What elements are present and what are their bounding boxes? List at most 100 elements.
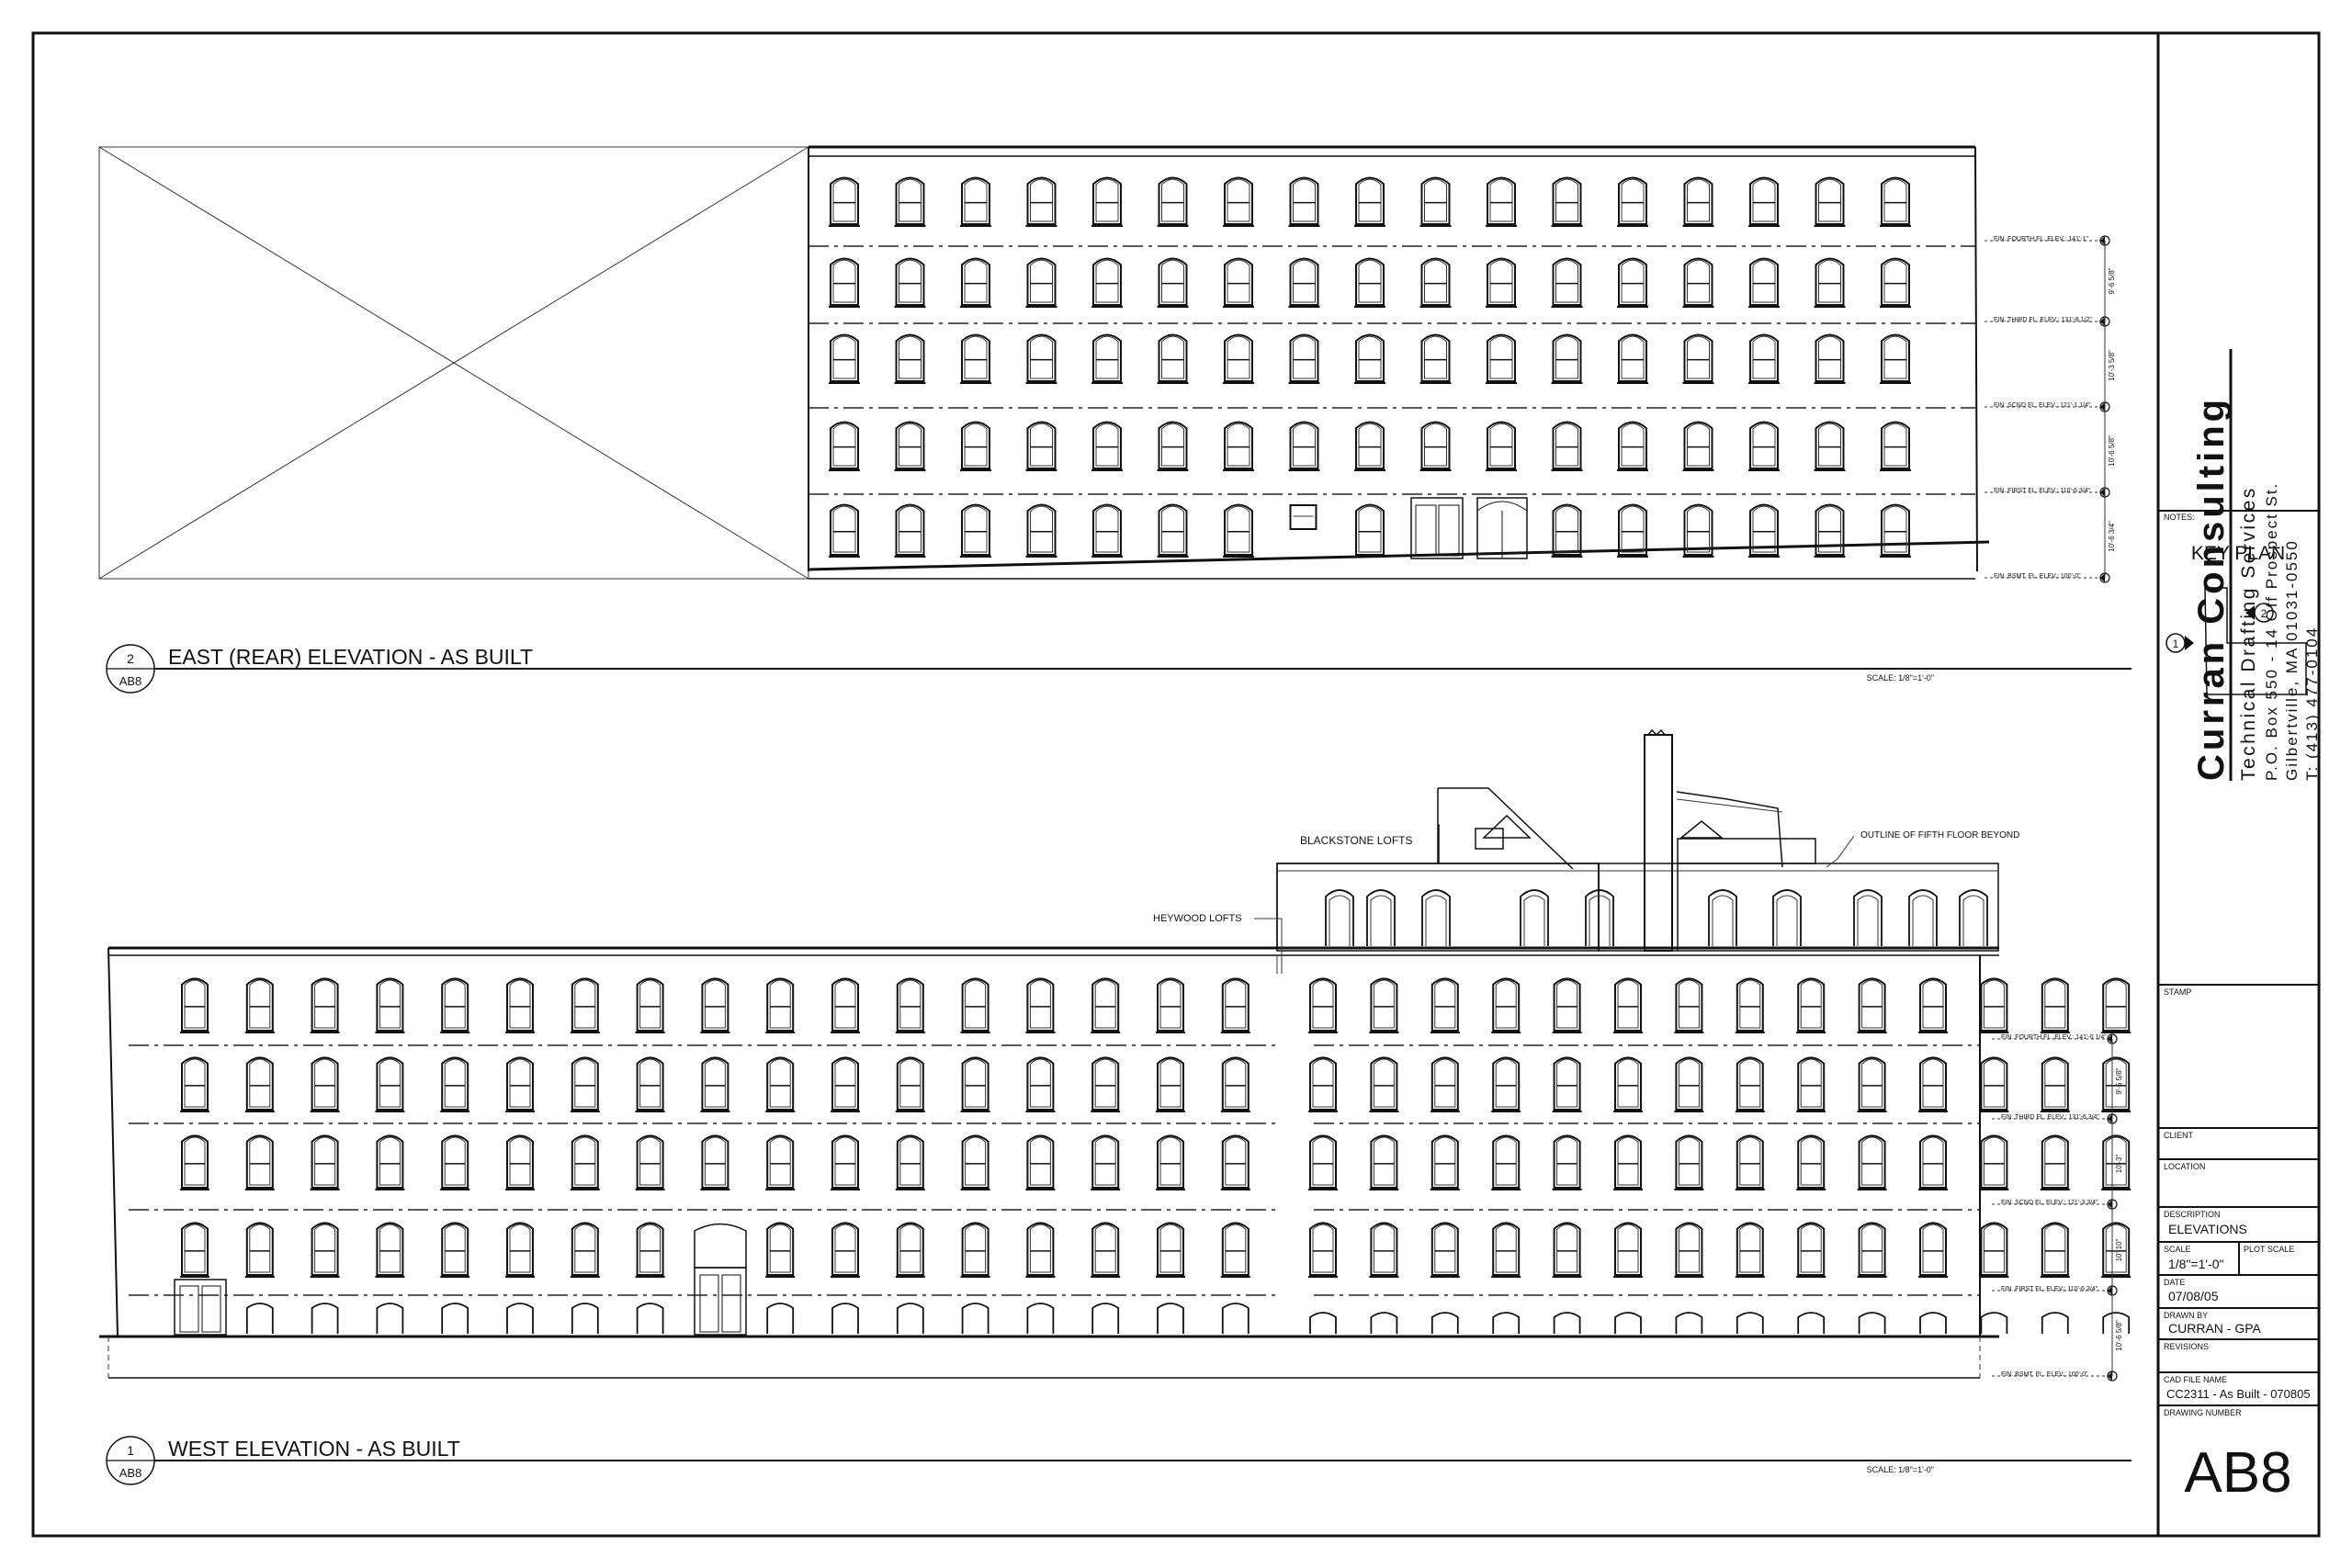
east-window	[1880, 257, 1911, 308]
west-window	[1857, 977, 1887, 1033]
east-window	[829, 421, 860, 471]
east-dim-2: 10'-6 5/8"	[2108, 435, 2116, 467]
east-window	[1091, 257, 1123, 308]
west-basement-window	[1980, 1312, 2008, 1334]
west-window	[2040, 1056, 2070, 1112]
west-window	[1491, 1056, 1521, 1112]
west-window	[180, 1222, 209, 1278]
east-window	[894, 333, 926, 384]
west-window	[505, 1056, 535, 1112]
east-window	[1682, 333, 1714, 384]
west-level-label-1: FIN. THIRD FL. ELEV.: 131'-6 3/4"	[2001, 1114, 2099, 1121]
east-level-label-4: FIN. BSMT. FL. ELEV.: 100'-0"	[1994, 573, 2081, 580]
west-window	[1369, 1134, 1399, 1190]
west-window	[635, 1134, 665, 1190]
east-window	[1814, 333, 1846, 384]
east-window	[1354, 257, 1385, 308]
west-window	[831, 1222, 860, 1278]
east-window	[1419, 257, 1452, 308]
east-level-label-2: FIN. SCND FL. ELEV.: 121'-1 1/4"	[1994, 402, 2091, 409]
west-window	[700, 977, 730, 1033]
west-basement-window	[1675, 1312, 1703, 1334]
east-window	[1419, 176, 1452, 227]
west-window-group	[129, 977, 2132, 1334]
east-window	[1880, 333, 1911, 384]
east-window	[960, 257, 991, 308]
east-window	[1814, 503, 1846, 558]
west-tag-sheet: AB8	[119, 1466, 142, 1480]
west-title: WEST ELEVATION - AS BUILT	[168, 1437, 460, 1461]
west-basement-window	[1858, 1312, 1886, 1334]
west-basement-window	[2102, 1312, 2131, 1334]
west-fifth-floor-windows	[1325, 889, 1988, 946]
west-window	[1613, 1222, 1643, 1278]
east-window	[1157, 176, 1189, 227]
west-tag-number: 1	[127, 1443, 134, 1458]
scale-label: SCALE	[2164, 1245, 2191, 1254]
west-fifth-window	[1366, 889, 1396, 946]
outline-label: OUTLINE OF FIFTH FLOOR BEYOND	[1860, 830, 2019, 840]
west-door-center	[694, 1223, 747, 1336]
east-window	[1682, 176, 1714, 227]
key-plan-outline	[2204, 587, 2307, 695]
west-window	[1308, 1222, 1338, 1278]
east-scale-note: SCALE: 1/8"=1'-0"	[1867, 673, 1934, 682]
drawn-by-value: CURRAN - GPA	[2168, 1321, 2262, 1336]
west-basement-window	[1430, 1312, 1459, 1334]
title-block: Curran Consulting Technical Drafting Ser…	[2158, 349, 2321, 1505]
west-window	[1735, 1056, 1765, 1112]
stamp-label: STAMP	[2164, 987, 2191, 997]
west-window	[1857, 1222, 1887, 1278]
west-window	[1220, 1134, 1250, 1190]
east-window	[1551, 176, 1583, 227]
west-window	[1857, 1056, 1887, 1112]
west-window	[1674, 1056, 1704, 1112]
west-basement-window	[1370, 1312, 1398, 1334]
east-window	[1748, 257, 1780, 308]
east-window	[1091, 333, 1123, 384]
east-window	[1814, 257, 1846, 308]
east-door-right	[1476, 497, 1528, 559]
east-window	[1157, 503, 1189, 558]
west-window	[1369, 1222, 1399, 1278]
svg-text:1: 1	[2173, 637, 2179, 650]
notes-label: NOTES:	[2164, 513, 2195, 522]
west-window	[1091, 977, 1121, 1033]
west-basement-window	[1614, 1312, 1642, 1334]
west-window	[1308, 1056, 1338, 1112]
plot-scale-label: PLOT SCALE	[2244, 1245, 2294, 1254]
west-basement-window	[1553, 1312, 1581, 1334]
west-basement-window	[376, 1303, 404, 1334]
east-window	[1091, 176, 1123, 227]
east-window	[960, 333, 991, 384]
west-fifth-window	[1908, 889, 1938, 946]
skylight-left	[1482, 814, 1532, 839]
east-dim-1: 10'-3 5/8"	[2108, 350, 2116, 381]
east-window	[894, 421, 926, 471]
east-window	[894, 503, 926, 558]
firm-block: Curran Consulting Technical Drafting Ser…	[2191, 349, 2321, 781]
east-window	[1288, 257, 1320, 308]
west-window	[440, 1056, 470, 1112]
east-window	[894, 257, 926, 308]
east-window	[1617, 333, 1648, 384]
east-window	[1157, 333, 1189, 384]
east-window	[1025, 503, 1057, 558]
west-basement-window	[441, 1303, 469, 1334]
west-dim-0: 9'-5 5/8"	[2115, 1067, 2123, 1094]
west-window	[960, 977, 990, 1033]
east-window	[960, 421, 991, 471]
east-window	[1880, 421, 1911, 471]
west-window	[895, 977, 925, 1033]
west-window	[1735, 1134, 1765, 1190]
east-title: EAST (REAR) ELEVATION - AS BUILT	[168, 645, 533, 669]
east-window	[1157, 421, 1189, 471]
west-window	[831, 1056, 860, 1112]
west-window	[1979, 1056, 2009, 1112]
west-fifth-window	[1708, 889, 1737, 946]
east-window	[1748, 333, 1780, 384]
west-window	[1369, 1056, 1399, 1112]
west-fifth-window	[1772, 889, 1802, 946]
west-window	[1674, 977, 1704, 1033]
east-window	[1486, 257, 1517, 308]
